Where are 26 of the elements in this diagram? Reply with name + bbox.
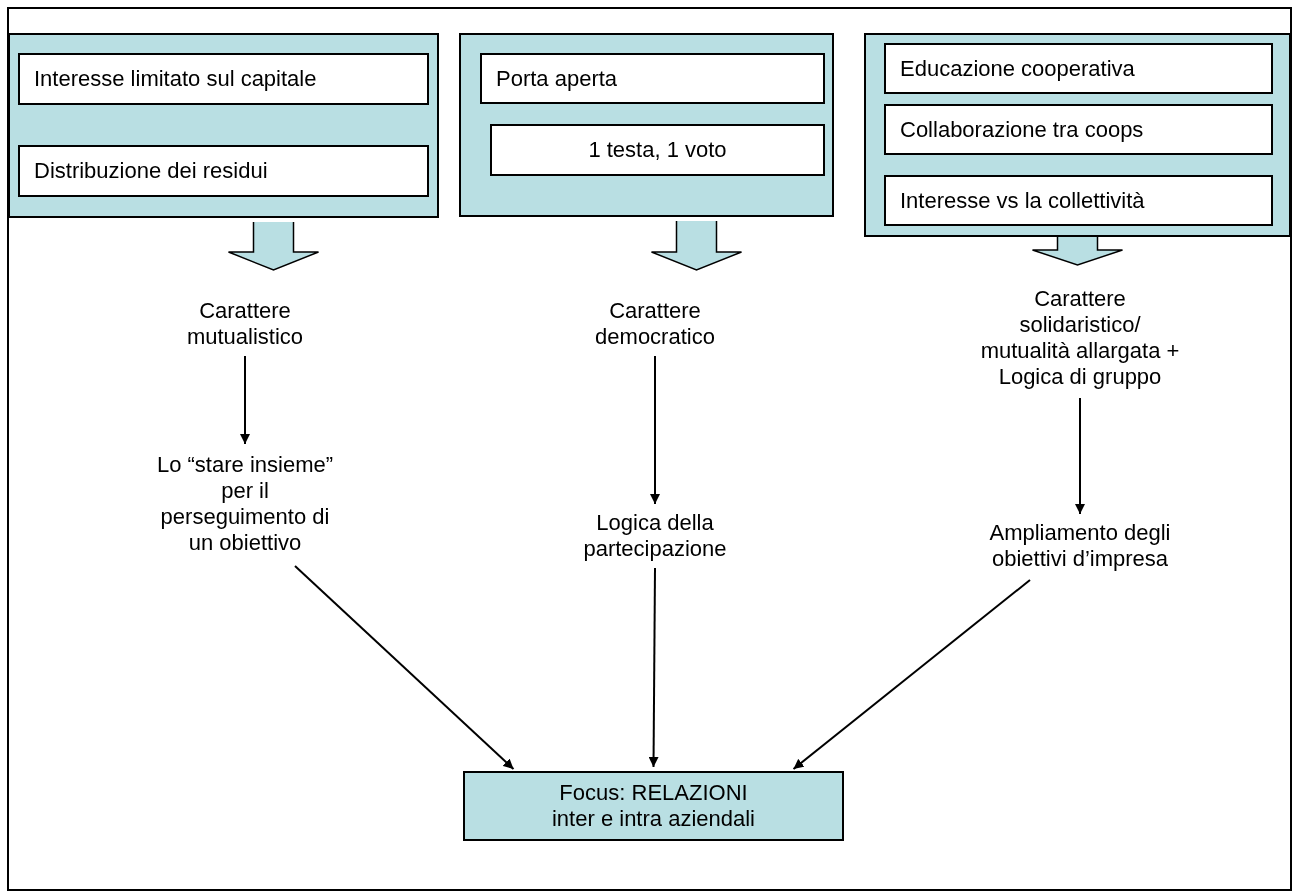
arrow (1075, 397, 1085, 515)
outcome-text: Logica della partecipazione (582, 510, 728, 562)
arrow (294, 565, 515, 770)
principle-box: Interesse limitato sul capitale (18, 53, 429, 105)
outcome-text: Carattere democratico (594, 298, 716, 350)
block-arrow (1031, 234, 1124, 266)
principle-box: Educazione cooperativa (884, 43, 1273, 94)
arrow (650, 355, 660, 505)
principle-box: Interesse vs la collettività (884, 175, 1273, 226)
outcome-text: Carattere solidaristico/ mutualità allargata + Logica di gruppo (979, 286, 1181, 390)
principle-box: Collaborazione tra coops (884, 104, 1273, 155)
outcome-text: Ampliamento degli obiettivi d’impresa (988, 520, 1172, 572)
arrow (240, 355, 250, 445)
outcome-text: Lo “stare insieme” per il perseguimento di un obiettivo (155, 452, 335, 556)
block-arrow (650, 220, 743, 271)
principle-box: Porta aperta (480, 53, 825, 104)
arrow (792, 579, 1031, 770)
group-panel (459, 33, 834, 217)
arrow (648, 567, 659, 768)
principle-box: Distribuzione dei residui (18, 145, 429, 197)
group-panel (864, 33, 1291, 237)
focus-box: Focus: RELAZIONI inter e intra aziendali (463, 771, 844, 841)
block-arrow (227, 221, 320, 271)
principle-box: 1 testa, 1 voto (490, 124, 825, 176)
outcome-text: Carattere mutualistico (185, 298, 305, 350)
group-panel (8, 33, 439, 218)
